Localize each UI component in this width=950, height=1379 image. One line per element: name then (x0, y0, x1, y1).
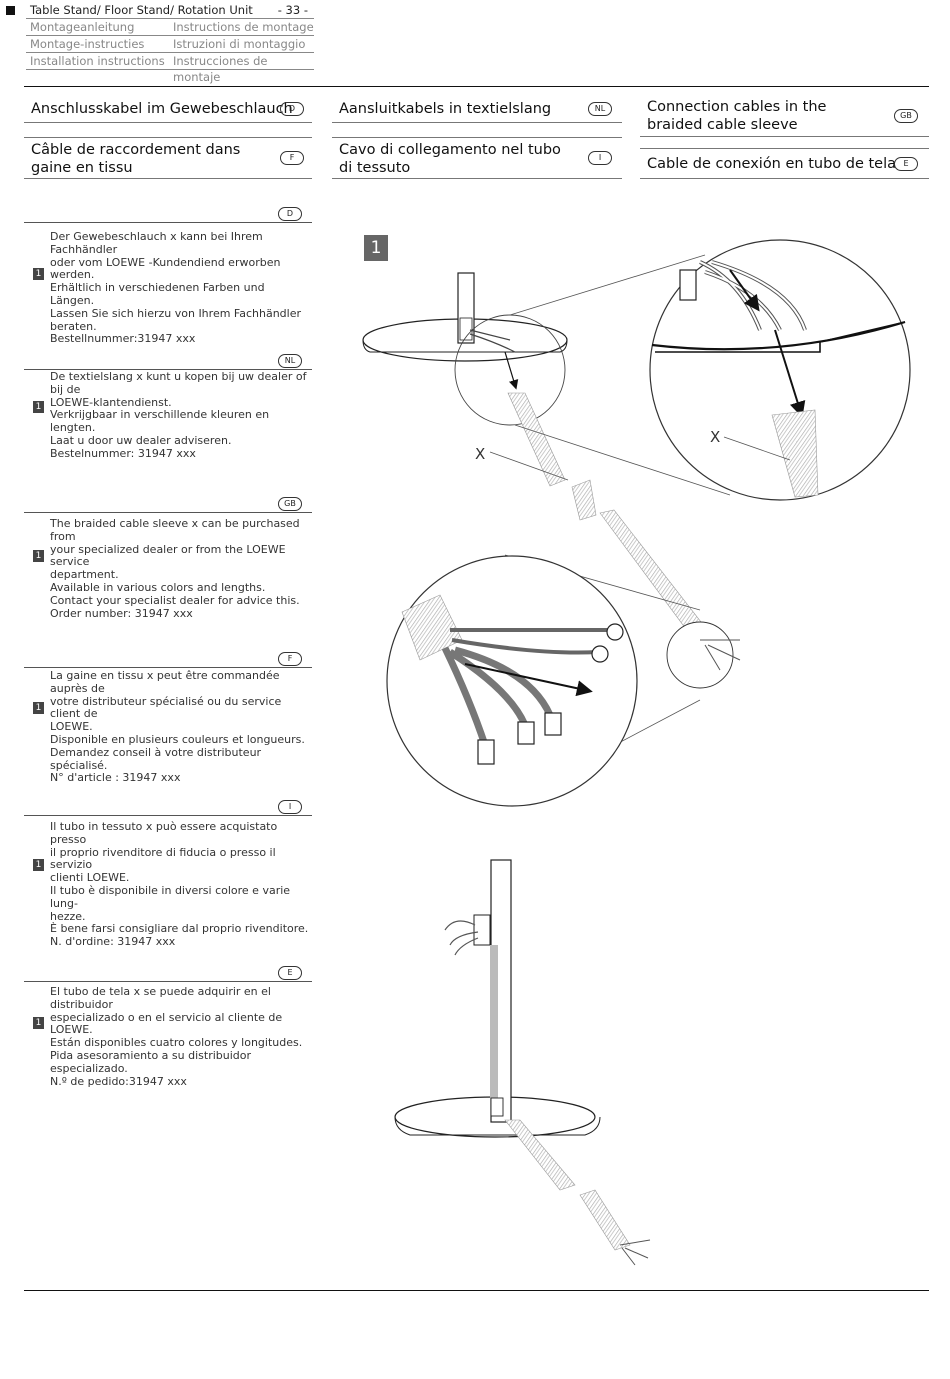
header-label-fr: Instructions de montage (173, 20, 314, 34)
step-number: 1 (33, 401, 44, 413)
title-text: Anschlusskabel im Gewebeschlauch (31, 101, 293, 117)
title-divider (332, 137, 622, 138)
section-lang-badge: E (278, 966, 302, 980)
header-bullet (6, 6, 15, 15)
title-de: Anschlusskabel im Gewebeschlauch D (24, 96, 312, 122)
step-number: 1 (33, 550, 44, 562)
section-lang-badge: F (278, 652, 302, 666)
header-row: Installation instructions Instrucciones … (26, 53, 314, 84)
title-divider (332, 178, 622, 179)
lang-badge: E (894, 157, 918, 171)
document-header: Table Stand/ Floor Stand/ Rotation Unit … (26, 2, 314, 84)
title-divider (24, 137, 312, 138)
section-text-it: Il tubo in tessuto x può essere acquista… (50, 820, 309, 949)
top-rule (24, 86, 929, 87)
section-rule (24, 512, 312, 513)
title-divider (332, 122, 622, 123)
detail-circle-middle (386, 554, 741, 807)
step-number: 1 (33, 268, 44, 280)
label-x: X (475, 445, 485, 463)
floor-stand-drawing (394, 859, 651, 1266)
lang-badge: NL (588, 102, 612, 116)
title-divider (24, 122, 312, 123)
header-label-es: Instrucciones de montaje (173, 54, 268, 84)
section-lang-badge: D (278, 207, 302, 221)
section-lang-badge: NL (278, 354, 302, 368)
title-it: Cavo di collegamento nel tubo di tessuto… (332, 138, 622, 178)
section-text-fr: La gaine en tissu x peut être commandée … (50, 669, 305, 785)
label-x-detail: X (710, 428, 720, 446)
lang-badge: GB (894, 109, 918, 123)
title-nl: Aansluitkabels in textielslang NL (332, 96, 622, 122)
title-text: Aansluitkabels in textielslang (339, 101, 552, 117)
section-text-gb: The braided cable sleeve x can be purcha… (50, 517, 300, 620)
step-number: 1 (33, 702, 44, 714)
title-text: Connection cables in the braided cable s… (647, 99, 827, 133)
section-rule (24, 222, 312, 223)
step-number: 1 (33, 859, 44, 871)
section-rule (24, 981, 312, 982)
section-lang-badge: I (278, 800, 302, 814)
section-lang-badge: GB (278, 497, 302, 511)
title-text: Cavo di collegamento nel tubo di tessuto (339, 142, 561, 176)
title-divider (640, 136, 929, 137)
lang-badge: I (588, 151, 612, 165)
title-text: Câble de raccordement dans gaine en tiss… (31, 142, 241, 176)
title-gb: Connection cables in the braided cable s… (640, 96, 929, 136)
braided-sleeve: X (475, 392, 716, 649)
section-text-nl: De textielslang x kunt u kopen bij uw de… (50, 370, 307, 460)
title-divider (640, 148, 929, 149)
title-text: Cable de conexión en tubo de tela (647, 156, 897, 172)
page-number: - 33 - (277, 3, 308, 17)
header-row: Montageanleitung Instructions de montage (26, 19, 314, 36)
detail-circle-top: X (509, 239, 911, 501)
header-label-it: Istruzioni di montaggio (173, 37, 306, 51)
bottom-rule (24, 1290, 929, 1291)
section-text-de: Der Gewebeschlauch x kann bei Ihrem Fach… (50, 230, 302, 346)
title-fr: Câble de raccordement dans gaine en tiss… (24, 138, 312, 178)
lang-badge: F (280, 151, 304, 165)
step-number: 1 (33, 1017, 44, 1029)
header-product: Table Stand/ Floor Stand/ Rotation Unit (30, 3, 253, 17)
section-text-es: El tubo de tela x se puede adquirir en e… (50, 985, 303, 1088)
header-label-de: Montageanleitung (30, 20, 135, 34)
title-es: Cable de conexión en tubo de tela E (640, 150, 929, 178)
lang-badge: D (280, 102, 304, 116)
header-row: Table Stand/ Floor Stand/ Rotation Unit … (26, 2, 314, 19)
section-rule (24, 369, 312, 370)
section-rule (24, 815, 312, 816)
section-rule (24, 667, 312, 668)
title-divider (640, 178, 929, 179)
header-row: Montage-instructies Istruzioni di montag… (26, 36, 314, 53)
header-label-gb: Installation instructions (30, 54, 165, 68)
table-stand-drawing (362, 272, 568, 426)
header-label-nl: Montage-instructies (30, 37, 145, 51)
title-divider (24, 178, 312, 179)
figure-step-number: 1 (364, 235, 388, 261)
